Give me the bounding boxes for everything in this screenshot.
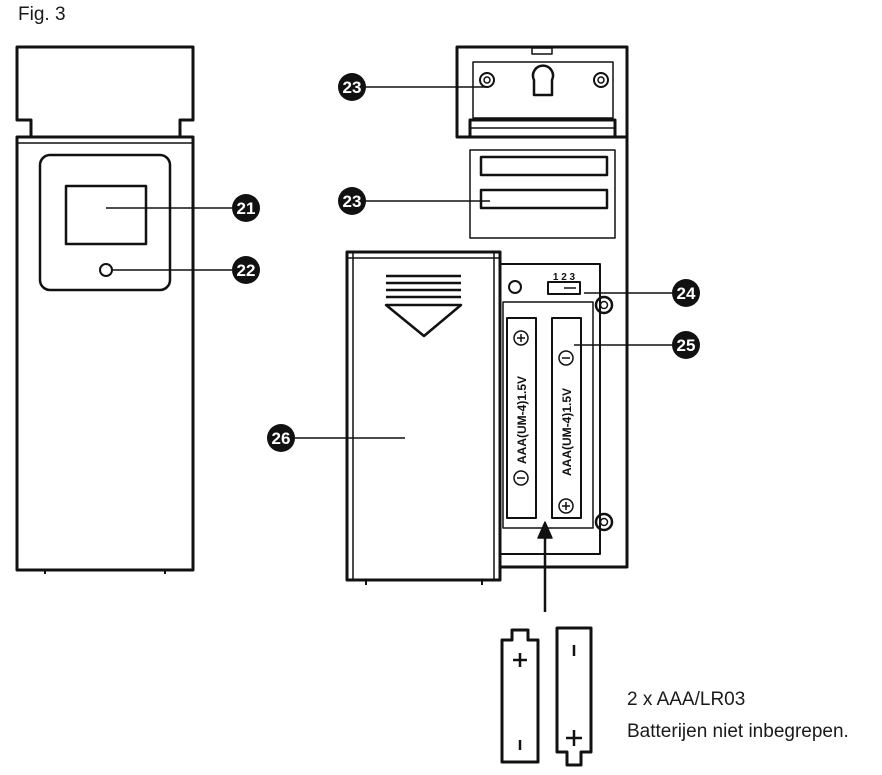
callout-26-label: 26 xyxy=(272,429,291,448)
front-window xyxy=(38,153,172,292)
callout-25-label: 25 xyxy=(677,336,696,355)
back-view xyxy=(365,45,672,612)
battery-cell-1 xyxy=(506,317,537,519)
display-window xyxy=(64,184,148,246)
slide-arrow xyxy=(384,303,463,338)
callout-24-label: 24 xyxy=(677,284,696,303)
channel-switch xyxy=(547,281,581,295)
battery-type-text: 2 x AAA/LR03 xyxy=(627,689,746,710)
callouts: 21 22 23 23 24 25 26 xyxy=(232,73,700,452)
callout-21: 21 xyxy=(232,194,260,222)
keyhole-slot xyxy=(531,64,555,97)
battery-door xyxy=(295,250,502,585)
battery-cell-2 xyxy=(551,317,582,519)
callout-23-top-label: 23 xyxy=(343,78,362,97)
front-view xyxy=(15,45,232,574)
sensor-led xyxy=(99,263,113,277)
battery-cell-2-label: AAA(UM-4)1.5V xyxy=(560,388,574,476)
callout-26: 26 xyxy=(267,424,295,452)
slot-upper xyxy=(479,155,609,177)
switch-label: 1 2 3 xyxy=(553,272,576,283)
battery-left xyxy=(500,628,540,764)
battery-note-text: Batterijen niet inbegrepen. xyxy=(627,721,849,742)
callout-22-label: 22 xyxy=(237,261,256,280)
callout-25: 25 xyxy=(672,331,700,359)
callout-23-middle: 23 xyxy=(338,187,366,215)
battery-right xyxy=(555,626,593,767)
callout-22: 22 xyxy=(232,256,260,284)
callout-24: 24 xyxy=(672,279,700,307)
figure-title: Fig. 3 xyxy=(18,4,66,25)
callout-23-middle-label: 23 xyxy=(343,192,362,211)
battery-cell-1-label: AAA(UM-4)1.5V xyxy=(515,376,529,464)
slot-lower xyxy=(479,188,609,210)
callout-23-top: 23 xyxy=(338,73,366,101)
batteries xyxy=(500,626,593,767)
callout-21-label: 21 xyxy=(237,199,256,218)
